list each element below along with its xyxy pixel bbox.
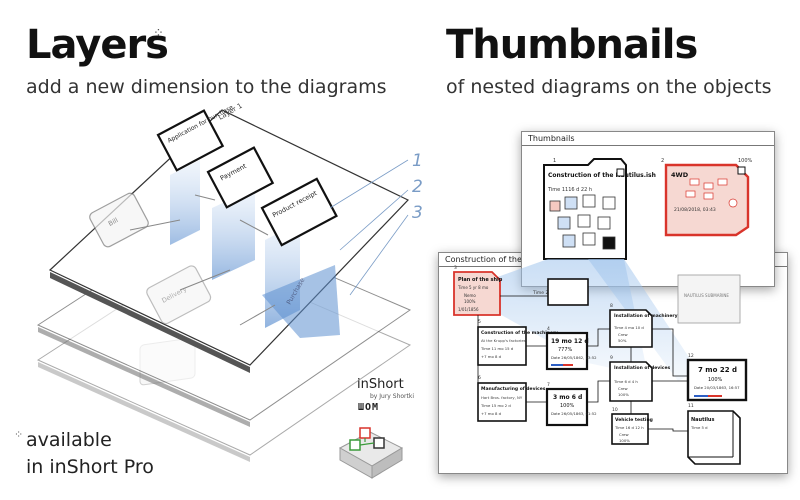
node-manufacturing[interactable]: 6 Manufacturing of devices Hart Bros. fa… xyxy=(477,375,546,422)
thumb-card-1[interactable]: 1 Construction of the Nautilus.ish Time … xyxy=(543,158,656,260)
svg-text:Time 5 d: Time 5 d xyxy=(690,425,708,430)
svg-text:7: 7 xyxy=(547,382,550,388)
svg-text:Time 16 d 12 h: Time 16 d 12 h xyxy=(614,425,644,430)
svg-text:7 mo 22 d: 7 mo 22 d xyxy=(698,366,737,374)
svg-text:Construction of the machinery: Construction of the machinery xyxy=(481,330,558,336)
svg-text:Manufacturing of devices: Manufacturing of devices xyxy=(481,386,546,392)
svg-text:Date 26/05/1863, 01:52: Date 26/05/1863, 01:52 xyxy=(551,411,597,416)
sparkle-small-icon: ⁘ xyxy=(14,428,25,441)
svg-text:Time 6 d 4 h: Time 6 d 4 h xyxy=(613,379,638,384)
svg-text:100%: 100% xyxy=(708,377,723,383)
svg-text:+7 mo 8 d: +7 mo 8 d xyxy=(481,354,502,359)
block-product: Product receipt xyxy=(260,177,338,247)
svg-text:Installation of machinery: Installation of machinery xyxy=(614,313,678,319)
svg-text:6: 6 xyxy=(478,375,481,381)
brand-byline: by Jury Shortki xyxy=(370,393,415,400)
svg-text:12: 12 xyxy=(688,353,694,359)
svg-text:2: 2 xyxy=(661,158,664,164)
node-testing[interactable]: 10 Vehicle testing Time 16 d 12 h Crew 1… xyxy=(611,407,653,445)
brand-logo: ШОМ xyxy=(358,402,380,413)
svg-text:5: 5 xyxy=(478,319,481,325)
svg-text:Date 26/05/1862, 13:52: Date 26/05/1862, 13:52 xyxy=(551,355,597,360)
layer-number-1: 1 xyxy=(412,151,423,171)
svg-text:1/01/1856: 1/01/1856 xyxy=(458,307,479,312)
card2-date: 21/08/2018, 03:43 xyxy=(674,207,716,213)
layer-number-2: 2 xyxy=(412,177,423,197)
block-bill-label: Bill xyxy=(107,216,120,228)
svg-text:Date 20/03/1863, 16:57: Date 20/03/1863, 16:57 xyxy=(694,385,740,390)
svg-text:4: 4 xyxy=(547,326,550,332)
app-icon xyxy=(338,427,404,479)
svg-text:50%: 50% xyxy=(618,338,627,343)
node-3mo[interactable]: 7 3 mo 6 d 100% Date 26/05/1863, 01:52 xyxy=(545,382,597,427)
svg-text:10: 10 xyxy=(612,407,618,413)
node-machinery[interactable]: 5 Construction of the machinery At the K… xyxy=(477,319,558,366)
layers-illustration: Layer 1 Application for purchase Payment… xyxy=(36,102,423,462)
thumbnails-title: Thumbnails xyxy=(446,22,698,68)
svg-text:100%: 100% xyxy=(738,158,753,164)
svg-text:Plan of the ship: Plan of the ship xyxy=(458,277,503,283)
thumb-window-title: Thumbnails xyxy=(522,132,774,146)
svg-text:100%: 100% xyxy=(619,438,630,443)
svg-text:8: 8 xyxy=(610,303,613,309)
svg-text:100%: 100% xyxy=(560,403,575,409)
svg-text:Crew: Crew xyxy=(618,386,628,391)
svg-text:Crew: Crew xyxy=(618,332,628,337)
svg-text:100%: 100% xyxy=(618,392,629,397)
svg-text:Nautilus: Nautilus xyxy=(691,417,714,423)
node-7mo[interactable]: 12 7 mo 22 d 100% Date 20/03/1863, 16:57 xyxy=(686,353,748,402)
brand-name: inShort xyxy=(357,377,404,392)
layers-subtitle: add a new dimension to the diagrams xyxy=(26,76,387,98)
svg-text:+7 mo 8 d: +7 mo 8 d xyxy=(481,411,502,416)
layers-title: Layers xyxy=(26,22,169,68)
svg-text:Installation of devices: Installation of devices xyxy=(614,365,671,371)
svg-text:3 mo 6 d: 3 mo 6 d xyxy=(553,394,582,401)
node-19mo[interactable]: 4 19 mo 12 d 777% Date 26/05/1862, 13:52 xyxy=(545,326,597,371)
svg-text:1: 1 xyxy=(553,158,556,164)
svg-text:Crew: Crew xyxy=(619,432,629,437)
node-plan[interactable]: 3 Plan of the ship Time 5 yr 8 mo Nemo 1… xyxy=(453,265,503,316)
svg-text:NAUTILUS SUBMARINE: NAUTILUS SUBMARINE xyxy=(684,293,729,298)
svg-text:777%: 777% xyxy=(558,347,573,353)
card1-title: Construction of the Nautilus.ish xyxy=(548,172,656,179)
svg-text:Vehicle testing: Vehicle testing xyxy=(615,417,653,423)
svg-text:Time 11 mo 15 d: Time 11 mo 15 d xyxy=(480,346,514,351)
svg-text:11: 11 xyxy=(688,403,694,409)
thumb-card-2[interactable]: 2 100% 4WD 21/08/2018, 03:43 xyxy=(661,158,753,237)
svg-text:Time 4 mo 10 d: Time 4 mo 10 d xyxy=(613,325,644,330)
svg-text:9: 9 xyxy=(610,355,613,361)
thumbnail-diagram: 1 Construction of the Nautilus.ish Time … xyxy=(453,158,753,465)
layer-number-3: 3 xyxy=(412,203,423,223)
svg-text:Time 5 yr 8 mo: Time 5 yr 8 mo xyxy=(457,285,489,290)
sparkle-icon: ⁘ xyxy=(153,26,165,41)
node-install-devices[interactable]: 9 Installation of devices Time 6 d 4 h C… xyxy=(609,355,671,402)
svg-text:Nemo: Nemo xyxy=(464,293,476,298)
available-label: available xyxy=(26,429,112,451)
svg-text:Hart Bros. factory, NY: Hart Bros. factory, NY xyxy=(481,395,523,400)
svg-text:19 mo 12 d: 19 mo 12 d xyxy=(551,338,589,345)
node-install-machinery[interactable]: 8 Installation of machinery Time 4 mo 10… xyxy=(609,303,678,348)
thumbnails-subtitle: of nested diagrams on the objects xyxy=(446,76,772,98)
block-payment: Payment xyxy=(206,146,275,209)
node-nautilus[interactable]: 11 Nautilus Time 5 d xyxy=(687,403,741,465)
svg-text:3: 3 xyxy=(454,265,457,271)
svg-text:Time 15 mo 2 d: Time 15 mo 2 d xyxy=(480,403,511,408)
nautilus-stamp: NAUTILUS SUBMARINE xyxy=(677,274,741,324)
card2-title: 4WD xyxy=(671,171,689,179)
svg-text:At the Krupp's factories: At the Krupp's factories xyxy=(481,338,526,343)
card1-time: Time 1116 d 22 h xyxy=(547,187,592,193)
available-product: in inShort Pro xyxy=(26,456,154,478)
svg-text:100%: 100% xyxy=(464,299,476,304)
block-bill: Bill xyxy=(89,192,149,248)
